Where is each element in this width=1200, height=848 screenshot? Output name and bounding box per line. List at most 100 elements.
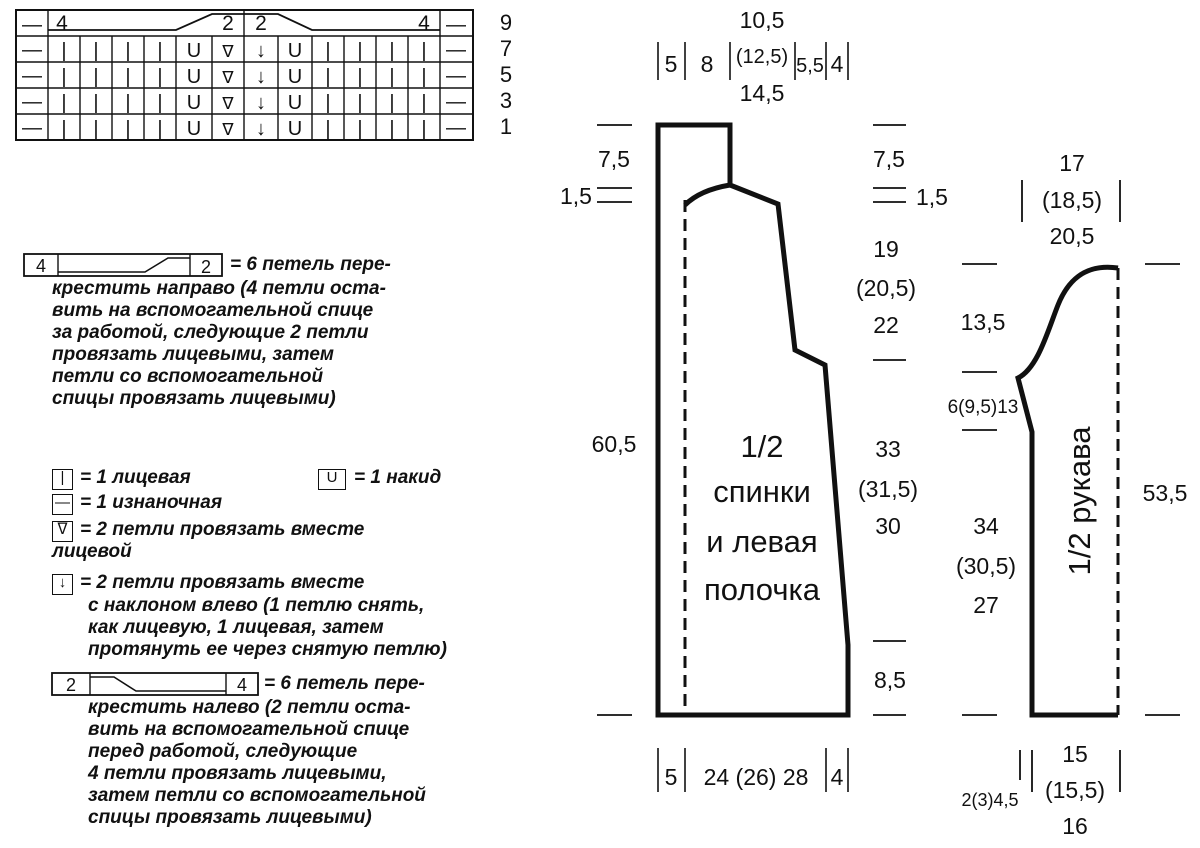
svg-text:—: — [446,117,466,139]
legend-cable-right-symbol: 4 2 [23,253,223,277]
svg-text:—: — [22,91,42,113]
chart-row-3: — || || U ᐁ ↓ U || || — [22,91,466,114]
legend-ssk-text: = 2 петли провязать вместе [80,572,365,593]
back-armhole-2: (20,5) [856,275,916,301]
sleeve-cap-height: 13,5 [961,309,1006,335]
svg-text:|: | [125,66,130,88]
legend-yarn-over-symbol: U [318,469,346,490]
svg-text:↓: ↓ [256,66,266,88]
back-top-neck-2: (12,5) [736,46,788,68]
row-number-7: 7 [500,36,512,61]
row-number-3: 3 [500,88,512,113]
back-right-1-5: 1,5 [916,184,948,210]
legend-cable-right-text: крестить направо (4 петли оста- вить на … [52,278,386,409]
back-top-neck: 10,5 [740,7,785,33]
back-title-line-2: спинки [713,474,811,509]
svg-text:U: U [288,40,302,62]
sleeve-length-2: (30,5) [956,553,1016,579]
back-right-7-5: 7,5 [873,146,905,172]
back-title-line-1: 1/2 [740,429,783,464]
back-bottom-width: 24 (26) 28 [704,764,809,790]
svg-text:—: — [22,39,42,61]
row9-num-4b: 4 [418,12,430,35]
svg-text:|: | [93,92,98,114]
svg-text:|: | [421,118,426,140]
row-number-9: 9 [500,10,512,35]
back-pattern-piece: 5 8 10,5 (12,5) 14,5 5,5 4 7,5 1,5 60,5 … [560,7,948,792]
sleeve-bottom-left: 2(3)4,5 [961,790,1018,810]
legend-cable-left-symbol: 2 4 [51,672,259,696]
svg-text:—: — [22,65,42,87]
svg-text:|: | [389,66,394,88]
svg-text:—: — [22,117,42,139]
row9-purl: — [22,14,42,36]
legend-cable-left-text: крестить налево (2 петли оста- вить на в… [88,697,426,828]
svg-text:|: | [325,92,330,114]
back-top-5: 5 [665,51,678,77]
svg-text:|: | [157,92,162,114]
sleeve-top-3: 20,5 [1050,223,1095,249]
svg-text:U: U [187,66,201,88]
back-top-neck-3: 14,5 [740,80,785,106]
svg-text:U: U [187,118,201,140]
svg-text:↓: ↓ [256,92,266,114]
svg-text:|: | [93,66,98,88]
sleeve-bottom-1: 15 [1062,741,1088,767]
svg-text:4: 4 [36,256,46,276]
svg-text:ᐁ: ᐁ [222,94,234,113]
svg-text:|: | [325,40,330,62]
back-top-5-5: 5,5 [796,55,824,77]
svg-text:|: | [157,40,162,62]
row9-num-2a: 2 [222,12,234,35]
back-left-60-5: 60,5 [592,431,637,457]
legend-cable-right-l1: = 6 петель пере- [230,254,391,275]
row9-num-4: 4 [56,12,68,35]
svg-text:|: | [389,92,394,114]
row-number-5: 5 [500,62,512,87]
sleeve-top-1: 17 [1059,150,1085,176]
chart-row-1: — || || U ᐁ ↓ U || || — [22,117,466,140]
legend-k2tog-text: = 2 петли провязать вместе [80,519,365,540]
legend-purl-text: = 1 изнаночная [80,492,223,513]
svg-text:|: | [157,118,162,140]
svg-text:|: | [357,92,362,114]
row-number-1: 1 [500,114,512,139]
svg-text:|: | [357,40,362,62]
svg-text:2: 2 [66,675,76,695]
svg-text:|: | [357,118,362,140]
back-left-7-5: 7,5 [598,146,630,172]
svg-text:↓: ↓ [256,118,266,140]
svg-text:|: | [389,118,394,140]
back-title-line-4: полочка [704,572,821,607]
legend-cable-left-l1: = 6 петель пере- [264,673,425,694]
chart-row-7: — || || U ᐁ ↓ U || || — [22,39,466,62]
back-side-2: (31,5) [858,476,918,502]
back-bottom-height: 8,5 [874,667,906,693]
svg-text:|: | [125,40,130,62]
svg-text:2: 2 [201,257,211,277]
legend-knit-symbol: | [52,469,73,490]
row9-num-2b: 2 [255,12,267,35]
svg-text:—: — [446,65,466,87]
back-armhole-1: 19 [873,236,899,262]
svg-text:|: | [157,66,162,88]
svg-text:|: | [93,40,98,62]
sleeve-bottom-3: 16 [1062,813,1088,839]
svg-text:|: | [61,92,66,114]
legend-ssk-text-rest: с наклоном влево (1 петлю снять, как лиц… [88,595,447,660]
svg-text:U: U [288,66,302,88]
svg-text:|: | [389,40,394,62]
back-top-8: 8 [701,51,714,77]
sleeve-bottom-2: (15,5) [1045,777,1105,803]
back-top-4: 4 [831,51,844,77]
sleeve-top-2: (18,5) [1042,187,1102,213]
legend-k2tog-symbol: ᐁ [52,521,73,542]
sleeve-title: 1/2 рукава [1062,426,1097,576]
back-bottom-5: 5 [665,764,678,790]
legend-knit-text: = 1 лицевая [80,467,191,488]
svg-text:|: | [421,40,426,62]
legend-purl-symbol: — [52,494,73,515]
svg-text:|: | [325,118,330,140]
back-armhole-3: 22 [873,312,899,338]
